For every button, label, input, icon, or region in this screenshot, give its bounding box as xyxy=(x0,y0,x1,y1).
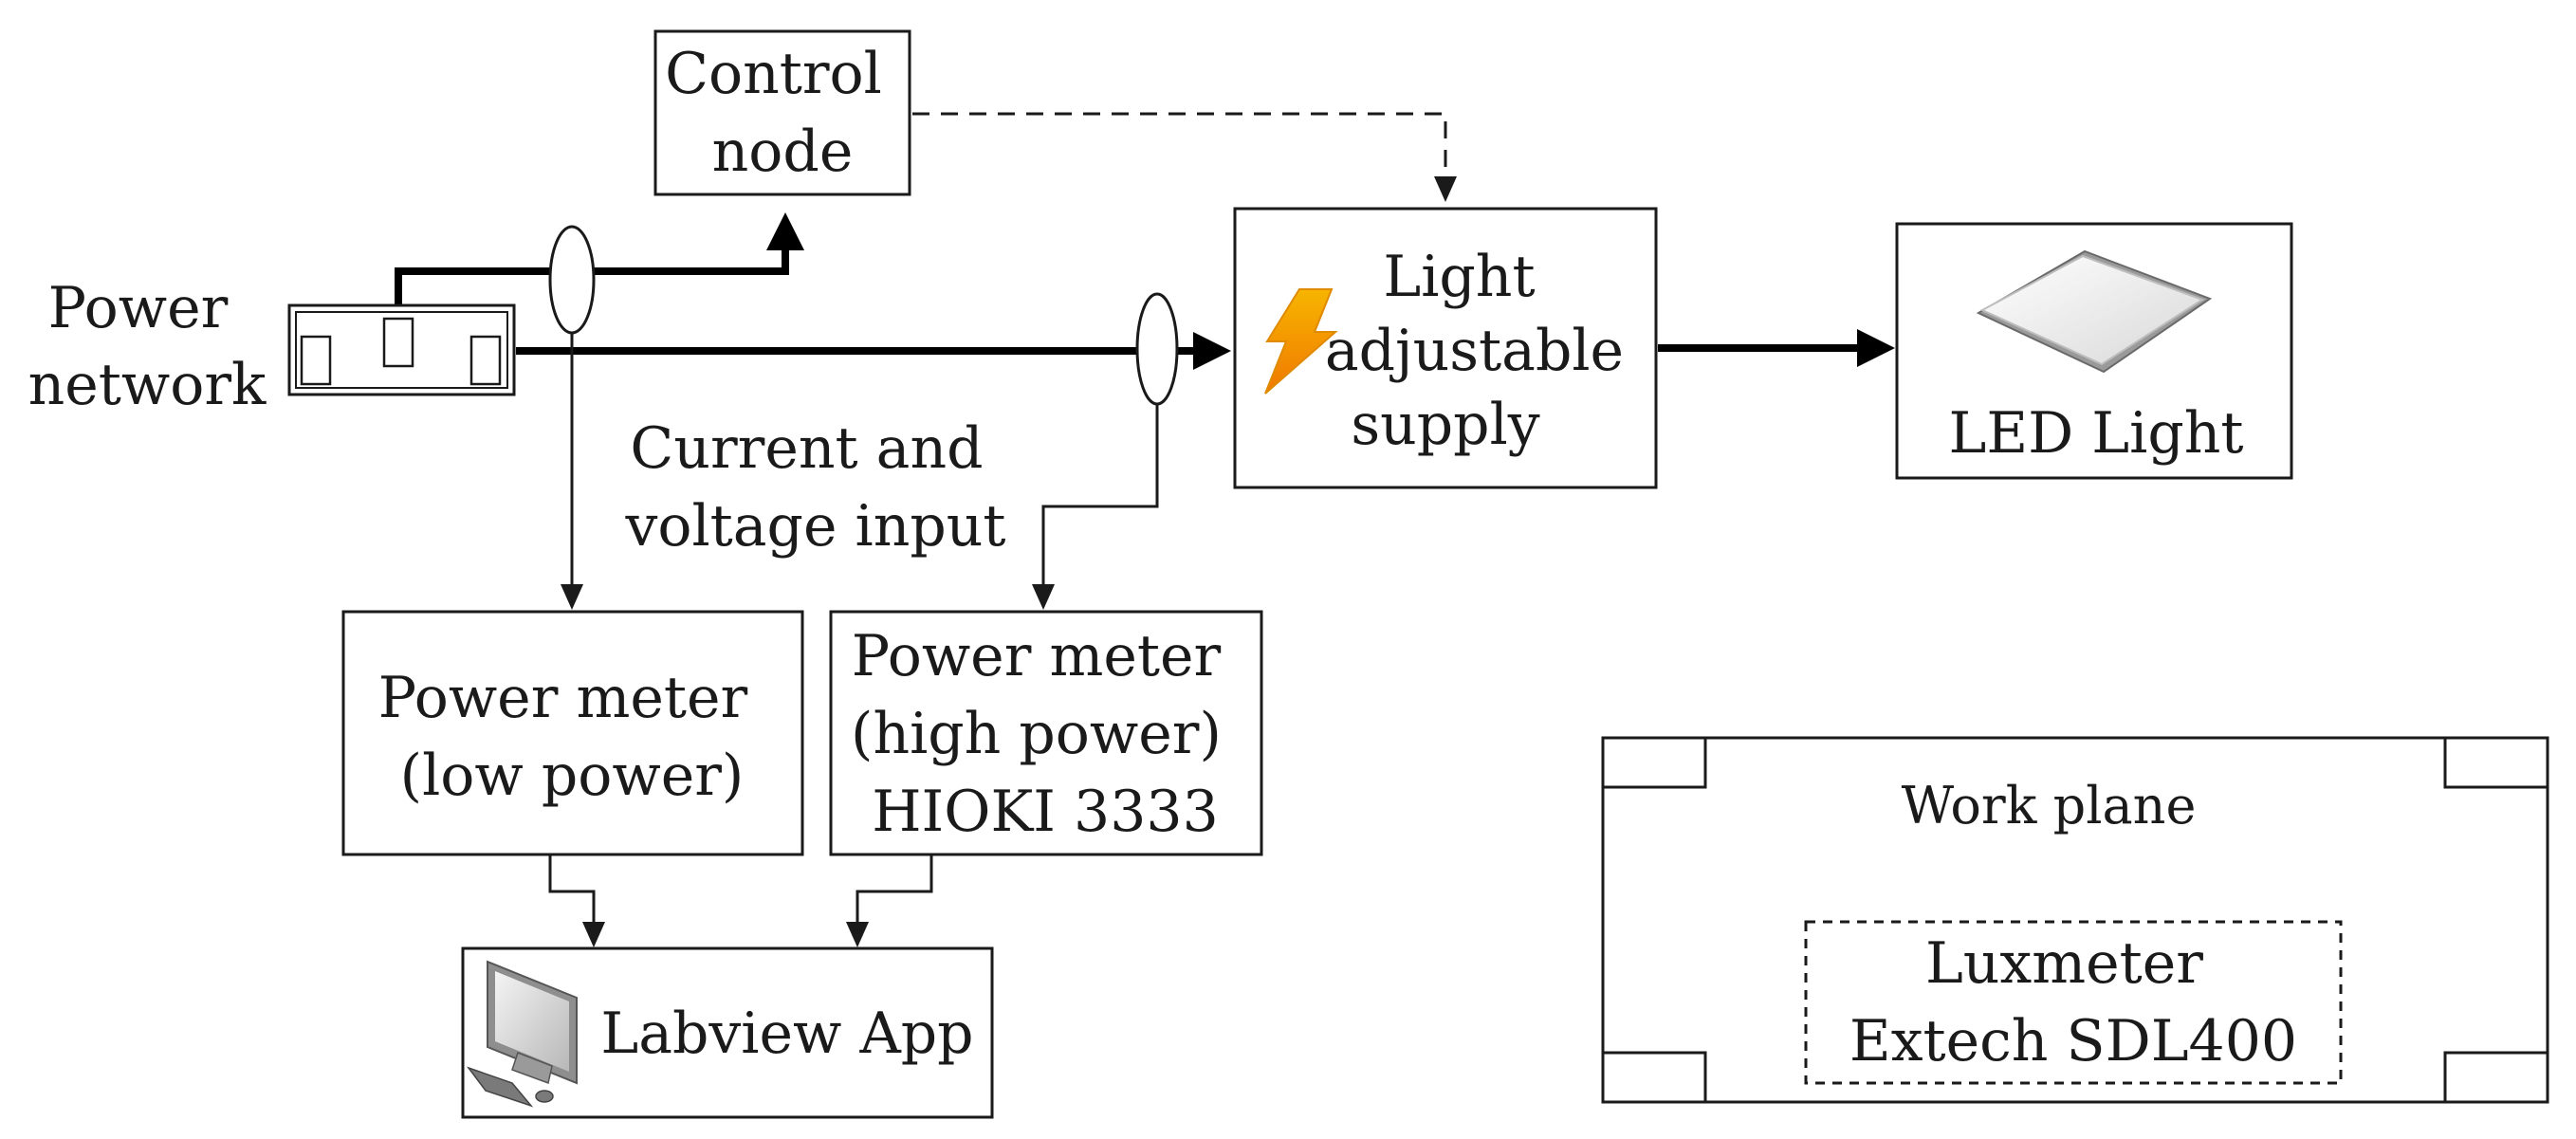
light-supply-label-2: adjustable xyxy=(1325,318,1624,384)
control-node-label-2: node xyxy=(712,119,854,185)
light-supply-label-3: supply xyxy=(1351,392,1539,458)
current-sensor-1 xyxy=(548,225,596,335)
led-panel-icon xyxy=(1976,249,2213,374)
high-meter-to-app xyxy=(846,855,933,947)
svg-text:Power network: Power network xyxy=(28,275,267,418)
luxmeter-label-2: Extech SDL400 xyxy=(1849,1008,2297,1075)
current-voltage-label-2: voltage input xyxy=(624,493,1005,560)
svg-text:Power meter (high power): Power meter (high power) HIOKI 3333 xyxy=(851,623,1240,845)
led-light-label: LED Light xyxy=(1948,400,2243,467)
computer-icon xyxy=(466,960,578,1108)
luxmeter-box xyxy=(1804,920,2343,1085)
work-plane-corners xyxy=(1601,736,2549,1104)
control-signal-line xyxy=(912,112,1457,202)
power-meter-low-label-2: (low power) xyxy=(400,743,745,809)
sensor-lead-high xyxy=(1032,404,1159,610)
control-node-box xyxy=(653,29,911,196)
labview-label: Labview App xyxy=(600,1001,973,1067)
current-sensor-2 xyxy=(1135,292,1179,406)
svg-text:Control node: Control node xyxy=(665,41,900,185)
luxmeter-label-1: Luxmeter xyxy=(1925,930,2203,997)
power-network-label-1: Power xyxy=(48,275,229,341)
power-meter-low-box xyxy=(341,610,804,856)
power-meter-high-label-3: HIOKI 3333 xyxy=(872,779,1219,845)
svg-text:Power meter (low power): Power meter (low power) xyxy=(378,665,765,809)
svg-text:Light adjustable suppl: Light adjustable supply xyxy=(1325,244,1642,458)
power-network-label-2: network xyxy=(28,352,267,418)
low-meter-to-app xyxy=(548,855,605,947)
light-supply-label-1: Light xyxy=(1383,244,1535,310)
svg-text:Luxmeter Extech SDL400: Luxmeter Extech SDL400 xyxy=(1849,930,2297,1075)
work-plane-label: Work plane xyxy=(1902,776,2197,836)
control-node-label-1: Control xyxy=(665,41,882,107)
power-meter-high-label-1: Power meter xyxy=(852,623,1222,689)
power-meter-high-label-2: (high power) xyxy=(851,701,1222,767)
power-outlet-icon xyxy=(287,303,516,396)
power-meter-high-box xyxy=(829,610,1263,856)
svg-text:Current and voltage input: Current and voltage input xyxy=(624,415,1005,560)
power-meter-low-label-1: Power meter xyxy=(378,665,748,731)
current-voltage-label-1: Current and xyxy=(630,415,983,482)
lightning-bolt-icon xyxy=(1264,288,1338,395)
